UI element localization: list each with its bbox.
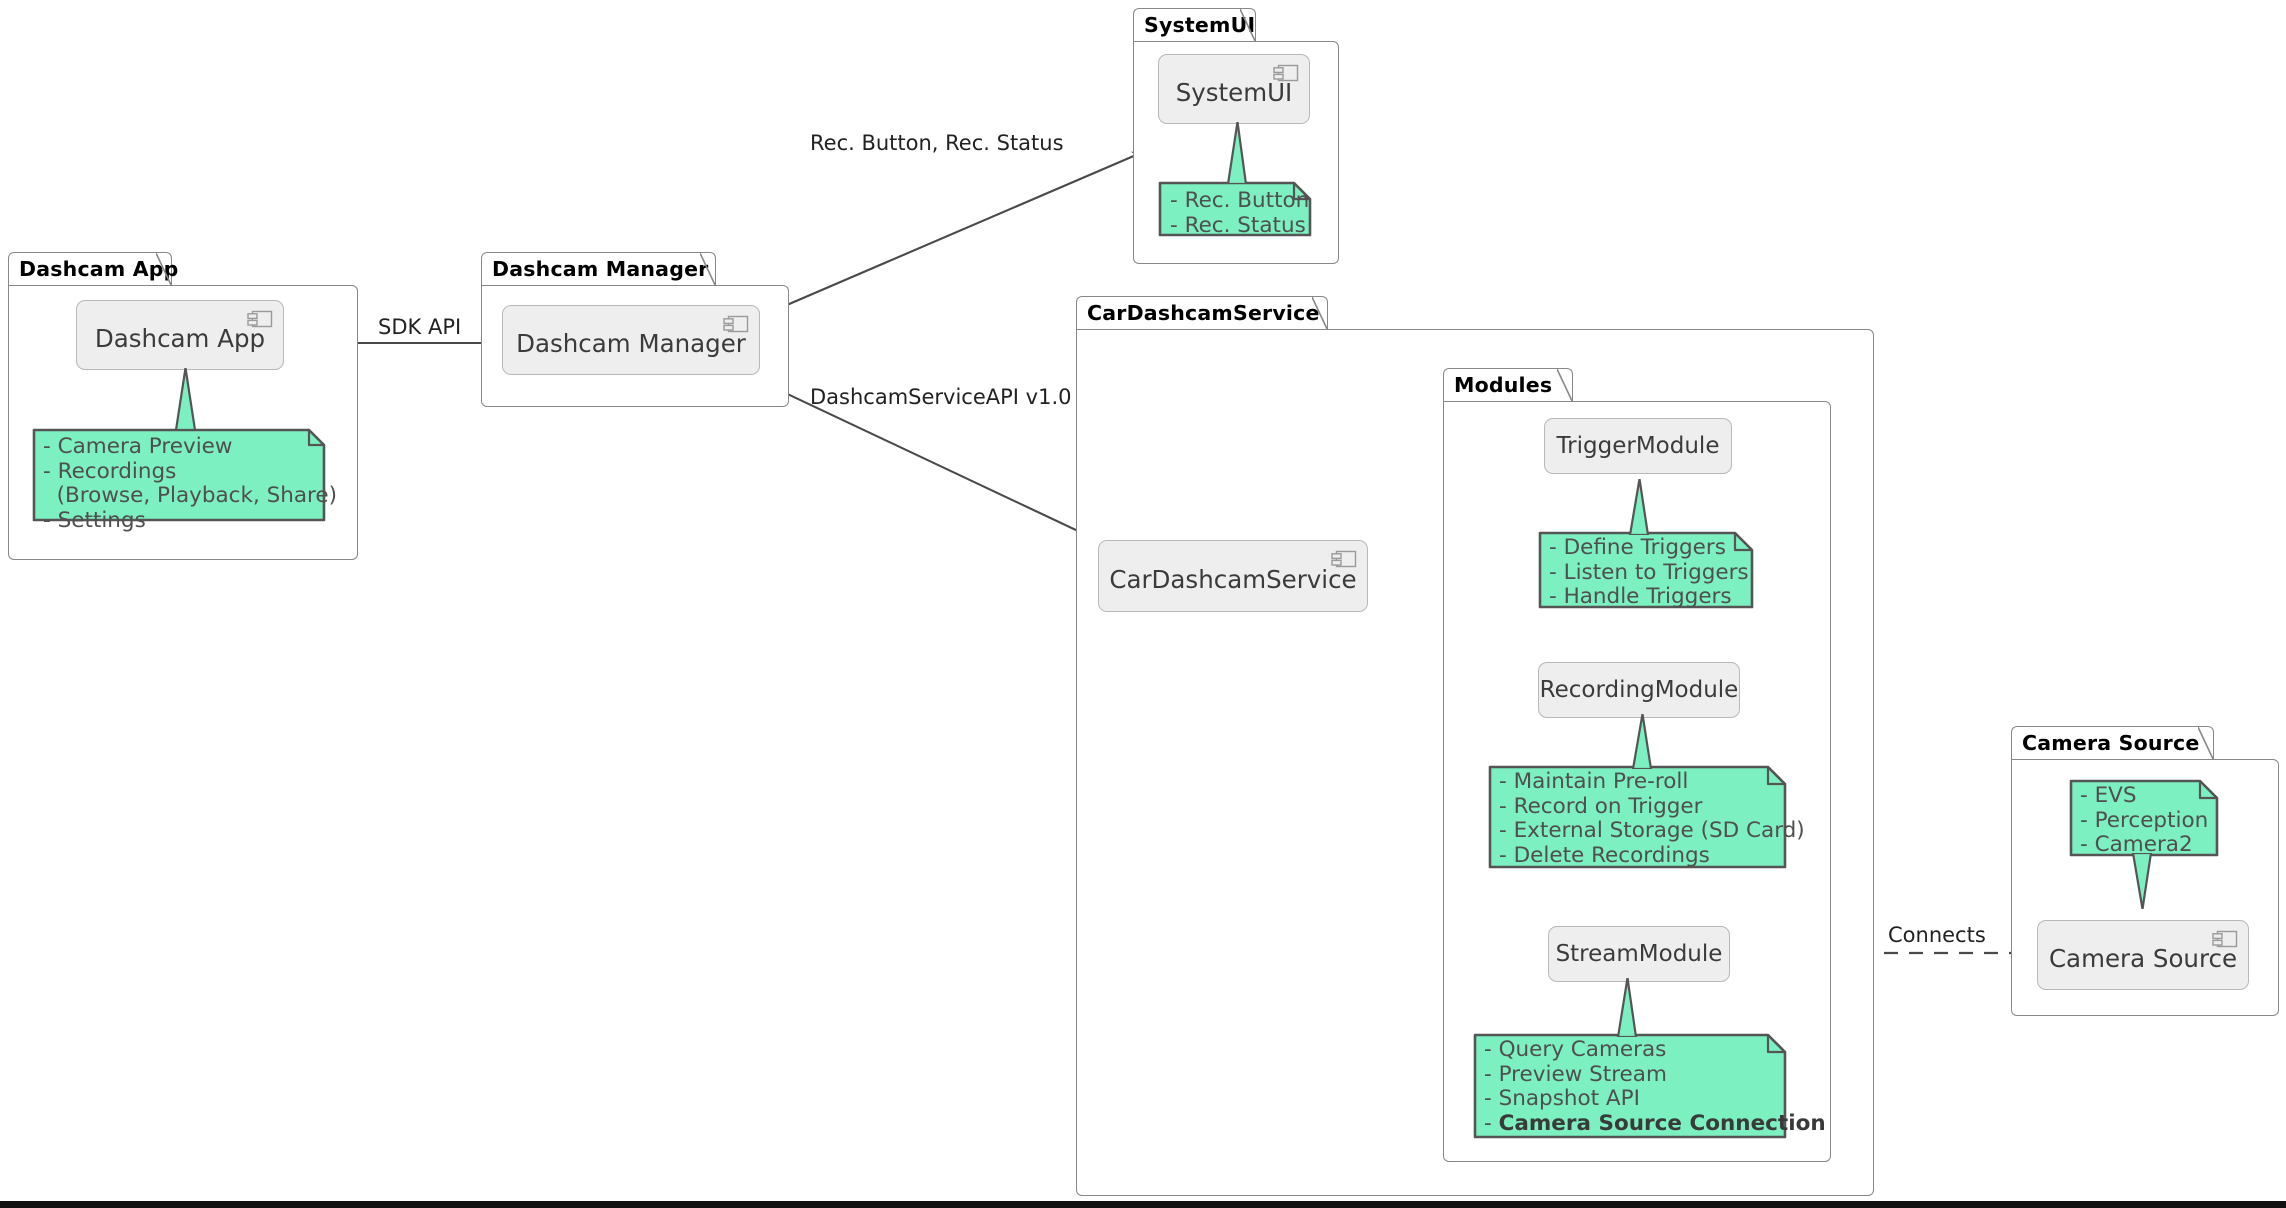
component-camera-source[interactable]: Camera Source bbox=[2037, 920, 2249, 990]
component-label-camera-source: Camera Source bbox=[2048, 943, 2238, 973]
note-text-dashcam-app: - Camera Preview- Recordings (Browse, Pl… bbox=[43, 434, 338, 533]
bottom-divider bbox=[0, 1201, 2286, 1208]
component-label-car-dashcam-service: CarDashcamService bbox=[1109, 564, 1357, 594]
edge-label-sdk-api: SDK API bbox=[378, 315, 462, 339]
note-shape bbox=[1488, 765, 1787, 869]
uml-component-icon bbox=[723, 315, 749, 333]
component-label-system-ui: SystemUI bbox=[1175, 77, 1293, 107]
package-tab-modules: Modules bbox=[1443, 368, 1573, 403]
note-shape bbox=[1158, 181, 1312, 237]
edge-label-rec-button-status: Rec. Button, Rec. Status bbox=[810, 131, 1064, 155]
component-system-ui[interactable]: SystemUI bbox=[1158, 54, 1310, 124]
note-text-system-ui: - Rec. Button- Rec. Status bbox=[1170, 188, 1310, 238]
edge-label-connects: Connects bbox=[1888, 923, 1986, 947]
note-stream-module: - Query Cameras- Preview Stream- Snapsho… bbox=[1470, 978, 1826, 1142]
uml-component-icon bbox=[1273, 64, 1299, 82]
component-dashcam-app[interactable]: Dashcam App bbox=[76, 300, 284, 370]
package-tab-camera-source: Camera Source bbox=[2011, 726, 2214, 761]
note-shape bbox=[32, 428, 326, 522]
package-tab-notch bbox=[2198, 727, 2214, 761]
note-trigger-module: - Define Triggers- Listen to Triggers- H… bbox=[1535, 479, 1757, 612]
package-label-dashcam-manager: Dashcam Manager bbox=[492, 257, 709, 282]
note-dashcam-app: - Camera Preview- Recordings (Browse, Pl… bbox=[28, 368, 338, 533]
note-shape bbox=[2069, 779, 2219, 857]
package-tab-car-dashcam-service: CarDashcamService bbox=[1076, 296, 1328, 331]
component-trigger-module[interactable]: TriggerModule bbox=[1544, 418, 1732, 474]
note-text-recording-module: - Maintain Pre-roll- Record on Trigger- … bbox=[1499, 769, 1805, 868]
note-text-trigger-module: - Define Triggers- Listen to Triggers- H… bbox=[1549, 535, 1749, 609]
package-tab-dashcam-manager: Dashcam Manager bbox=[481, 252, 716, 287]
note-text-stream-module: - Query Cameras- Preview Stream- Snapsho… bbox=[1484, 1037, 1826, 1136]
package-label-dashcam-app: Dashcam App bbox=[19, 257, 179, 282]
package-tab-dashcam-app: Dashcam App bbox=[8, 252, 178, 287]
package-tab-system-ui: SystemUI bbox=[1133, 8, 1256, 43]
component-label-dashcam-app: Dashcam App bbox=[94, 323, 266, 353]
component-label-stream-module: StreamModule bbox=[1555, 940, 1723, 967]
note-camera-source: - EVS- Perception- Camera2 bbox=[2066, 776, 2222, 909]
uml-component-icon bbox=[1331, 550, 1357, 568]
component-dashcam-manager[interactable]: Dashcam Manager bbox=[502, 305, 760, 375]
package-label-camera-source: Camera Source bbox=[2022, 731, 2200, 756]
note-shape bbox=[1473, 1033, 1787, 1139]
component-label-dashcam-manager: Dashcam Manager bbox=[516, 328, 746, 358]
note-recording-module: - Maintain Pre-roll- Record on Trigger- … bbox=[1485, 714, 1805, 872]
uml-component-icon bbox=[247, 310, 273, 328]
package-label-modules: Modules bbox=[1454, 373, 1553, 398]
note-text-camera-source: - EVS- Perception- Camera2 bbox=[2080, 783, 2209, 857]
component-stream-module[interactable]: StreamModule bbox=[1548, 926, 1730, 982]
note-system-ui: - Rec. Button- Rec. Status bbox=[1155, 122, 1315, 240]
note-shape bbox=[1538, 531, 1754, 609]
component-car-dashcam-service[interactable]: CarDashcamService bbox=[1098, 540, 1368, 612]
component-label-recording-module: RecordingModule bbox=[1539, 676, 1739, 703]
package-label-system-ui: SystemUI bbox=[1144, 13, 1256, 38]
package-label-car-dashcam-service: CarDashcamService bbox=[1087, 301, 1320, 326]
package-tab-notch bbox=[1557, 369, 1573, 403]
component-label-trigger-module: TriggerModule bbox=[1556, 432, 1720, 459]
component-recording-module[interactable]: RecordingModule bbox=[1538, 662, 1740, 718]
edge-label-dashcam-service-api: DashcamServiceAPI v1.0 bbox=[810, 385, 1072, 409]
uml-component-icon bbox=[2212, 930, 2238, 948]
